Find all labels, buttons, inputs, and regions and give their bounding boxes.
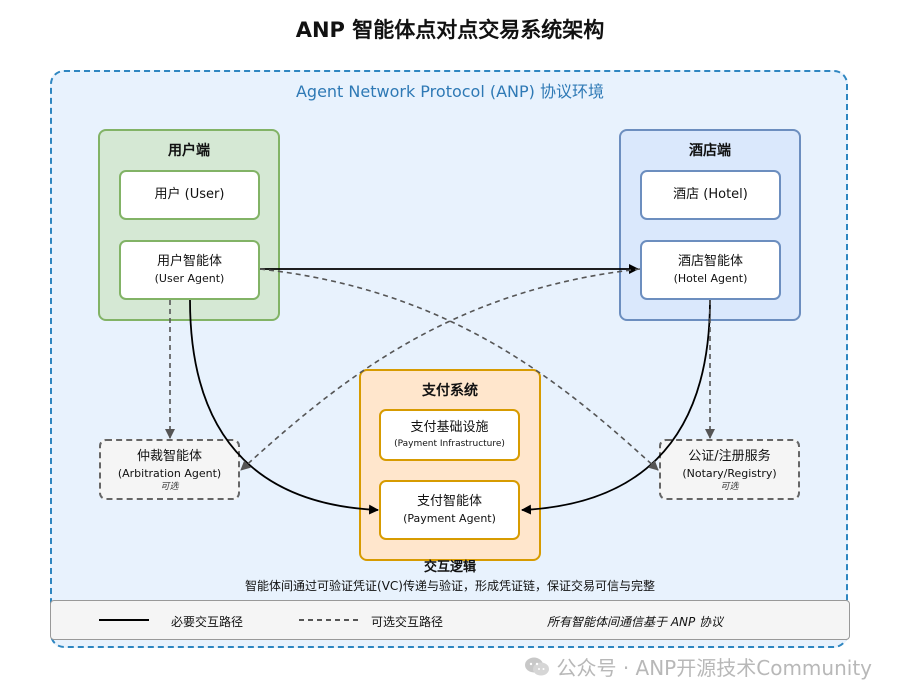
- notary-registry-node[interactable]: 公证/注册服务 (Notary/Registry) 可选: [659, 439, 800, 500]
- environment-label: Agent Network Protocol (ANP) 协议环境: [295, 82, 605, 101]
- user-agent-sublabel: (User Agent): [154, 272, 225, 285]
- hotel-agent-sublabel: (Hotel Agent): [673, 272, 748, 285]
- interaction-logic-description: 智能体间通过可验证凭证(VC)传递与验证，形成凭证链，保证交易可信与完整: [245, 579, 655, 593]
- user-agent-node[interactable]: 用户智能体 (User Agent): [119, 240, 260, 300]
- arbitration-optional-tag: 可选: [160, 481, 179, 492]
- legend-solid-line-icon: [99, 619, 149, 621]
- interaction-logic-title: 交互逻辑: [423, 560, 476, 575]
- legend-required-label: 必要交互路径: [171, 615, 244, 629]
- user-side-title: 用户端: [168, 143, 210, 159]
- user-node-label: 用户 (User): [154, 187, 225, 202]
- legend-optional-label: 可选交互路径: [371, 615, 444, 629]
- watermark: 公众号 · ANP开源技术Community: [524, 652, 872, 681]
- arbitration-agent-sublabel: (Arbitration Agent): [117, 466, 222, 480]
- arbitration-agent-node[interactable]: 仲裁智能体 (Arbitration Agent) 可选: [99, 439, 240, 500]
- hotel-agent-label: 酒店智能体: [677, 254, 743, 269]
- payment-infrastructure-sublabel: (Payment Infrastructure): [394, 439, 505, 449]
- notary-registry-label: 公证/注册服务: [688, 448, 771, 464]
- watermark-text: 公众号 · ANP开源技术Community: [556, 656, 872, 680]
- legend: 必要交互路径 可选交互路径 所有智能体间通信基于 ANP 协议: [50, 600, 850, 640]
- hotel-node-label: 酒店 (Hotel): [673, 187, 748, 202]
- diagram-title: ANP 智能体点对点交易系统架构: [295, 18, 605, 42]
- hotel-agent-node[interactable]: 酒店智能体 (Hotel Agent): [640, 240, 781, 300]
- notary-optional-tag: 可选: [720, 481, 739, 492]
- hotel-node[interactable]: 酒店 (Hotel): [640, 170, 781, 220]
- payment-agent-node[interactable]: 支付智能体 (Payment Agent): [379, 480, 520, 540]
- notary-registry-sublabel: (Notary/Registry): [682, 466, 777, 480]
- legend-protocol-note: 所有智能体间通信基于 ANP 协议: [547, 615, 724, 629]
- wechat-icon: [525, 657, 550, 675]
- legend-dashed-line-icon: [299, 619, 359, 621]
- payment-agent-sublabel: (Payment Agent): [403, 512, 496, 525]
- payment-system-title: 支付系统: [422, 383, 478, 399]
- hotel-side-title: 酒店端: [689, 143, 731, 159]
- user-agent-label: 用户智能体: [156, 254, 222, 269]
- payment-agent-label: 支付智能体: [416, 494, 482, 509]
- payment-infrastructure-node[interactable]: 支付基础设施 (Payment Infrastructure): [379, 409, 520, 461]
- arbitration-agent-label: 仲裁智能体: [136, 448, 202, 464]
- user-node[interactable]: 用户 (User): [119, 170, 260, 220]
- payment-infrastructure-label: 支付基础设施: [410, 420, 489, 435]
